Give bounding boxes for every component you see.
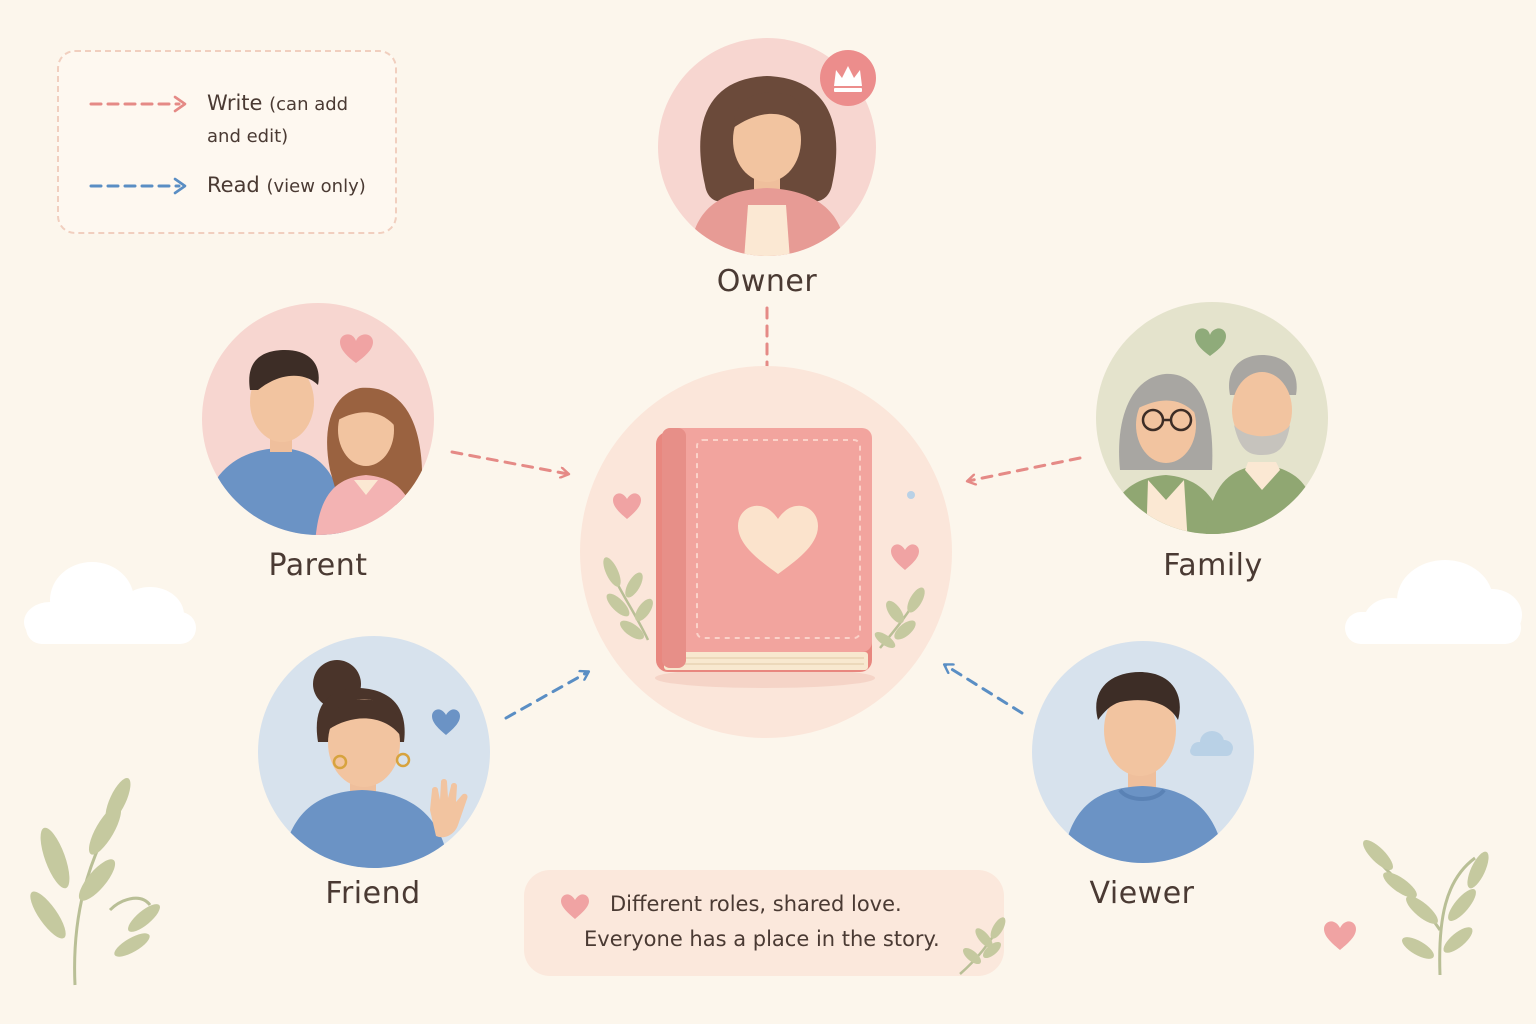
legend-read: Read (view only) bbox=[89, 170, 366, 202]
note-line-1: Different roles, shared love. bbox=[610, 892, 902, 916]
family-label: Family bbox=[1163, 548, 1263, 583]
owner-label: Owner bbox=[716, 264, 818, 299]
owner-avatar bbox=[658, 38, 876, 256]
heart-decoration-icon bbox=[1195, 328, 1226, 356]
cloud-right-icon bbox=[1345, 560, 1522, 644]
legend-read-label: Read bbox=[207, 173, 260, 197]
heart-decoration-icon bbox=[432, 709, 460, 735]
write-arrow-icon bbox=[89, 95, 187, 113]
arrow-friend-to-book bbox=[504, 672, 588, 720]
parent-avatar bbox=[202, 303, 434, 535]
heart-decoration-icon bbox=[891, 544, 919, 570]
heart-icon bbox=[561, 894, 589, 919]
legend-write: Write (can add and edit) bbox=[89, 88, 348, 152]
note-line-2: Everyone has a place in the story. bbox=[584, 927, 940, 951]
heart-decoration-icon bbox=[340, 334, 373, 363]
cloud-small-icon bbox=[1190, 731, 1233, 756]
heart-book-icon bbox=[656, 428, 872, 672]
viewer-label: Viewer bbox=[1089, 876, 1195, 911]
family-avatar bbox=[1096, 302, 1328, 534]
leaf-sprig-left-icon bbox=[30, 777, 160, 986]
parent-label: Parent bbox=[268, 548, 368, 583]
crown-badge-icon bbox=[820, 50, 876, 106]
legend-write-detail-2: and edit) bbox=[207, 126, 289, 147]
friend-avatar bbox=[258, 636, 490, 868]
heart-decoration-icon bbox=[1324, 921, 1356, 950]
leaf-sprig-icon bbox=[603, 557, 653, 641]
message-note: Different roles, shared love. Everyone h… bbox=[524, 870, 1006, 976]
read-arrow-icon bbox=[89, 177, 187, 195]
friend-label: Friend bbox=[325, 876, 421, 911]
legend-read-detail: (view only) bbox=[266, 176, 366, 197]
legend-write-detail: (can add bbox=[269, 94, 349, 115]
arrow-viewer-to-book bbox=[945, 665, 1024, 715]
arrow-family-to-book bbox=[968, 456, 1082, 481]
arrow-parent-to-book bbox=[450, 450, 568, 474]
leaf-sprig-icon bbox=[874, 587, 925, 649]
viewer-avatar bbox=[1032, 641, 1254, 863]
heart-decoration-icon bbox=[613, 493, 641, 519]
legend-write-label: Write bbox=[207, 91, 263, 115]
leaf-sprig-icon bbox=[959, 917, 1006, 975]
cloud-left-icon bbox=[24, 562, 196, 644]
leaf-sprig-right-icon bbox=[1363, 840, 1489, 976]
legend: Write (can add and edit) Read (view only… bbox=[57, 50, 397, 234]
center-book bbox=[580, 366, 952, 738]
